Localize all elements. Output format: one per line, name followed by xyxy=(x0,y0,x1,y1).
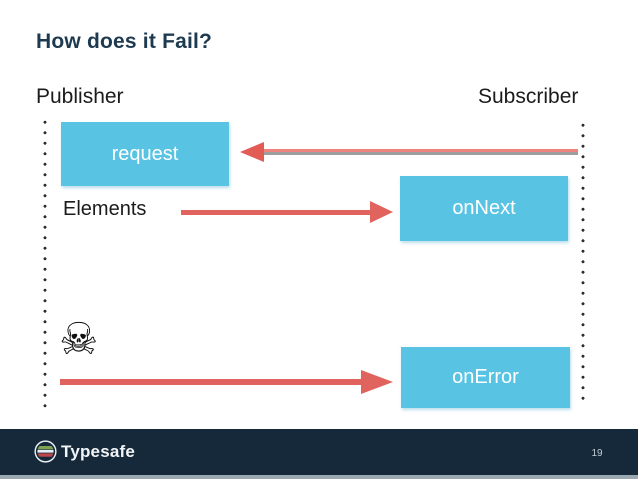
error-arrow-shaft xyxy=(60,379,364,385)
request-arrow-shaft xyxy=(258,149,578,155)
on-error-box-label: onError xyxy=(452,366,519,388)
brand: Typesafe xyxy=(34,440,135,463)
subscriber-label: Subscriber xyxy=(478,85,579,108)
publisher-lifeline xyxy=(43,117,47,414)
elements-arrow-shaft xyxy=(181,210,373,215)
error-arrow-head-icon xyxy=(361,370,393,394)
subscriber-lifeline xyxy=(581,120,585,401)
publisher-label: Publisher xyxy=(36,85,124,108)
request-arrow-head-icon xyxy=(240,142,264,162)
skull-icon: ☠ xyxy=(59,314,99,365)
on-next-box-label: onNext xyxy=(452,197,516,219)
slide-title: How does it Fail? xyxy=(36,30,213,53)
request-box: request xyxy=(61,122,229,186)
request-box-label: request xyxy=(111,142,179,165)
on-next-box: onNext xyxy=(400,176,568,241)
on-error-box: onError xyxy=(401,347,570,408)
brand-label: Typesafe xyxy=(61,441,136,461)
typesafe-logo-icon xyxy=(34,440,57,463)
elements-arrow-head-icon xyxy=(370,201,393,223)
footer-bar: Typesafe 19 xyxy=(0,429,638,479)
elements-label: Elements xyxy=(63,198,147,220)
page-number: 19 xyxy=(591,448,603,459)
